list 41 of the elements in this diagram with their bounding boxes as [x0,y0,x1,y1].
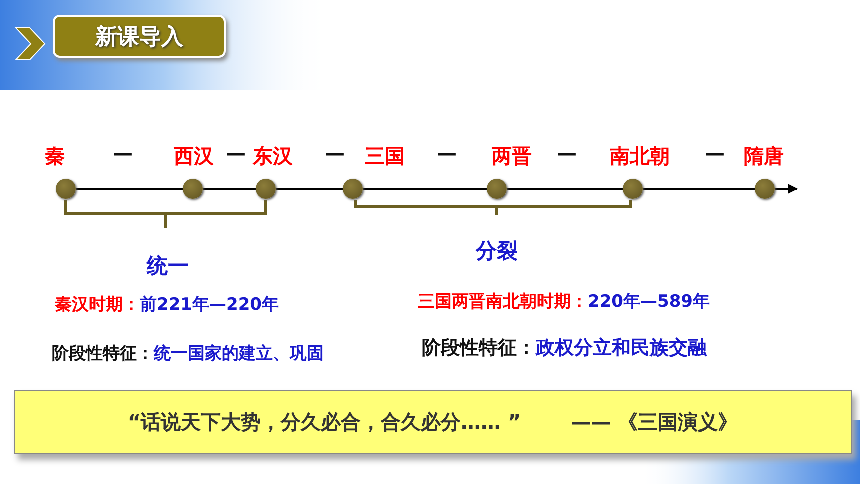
period-dates: 220年—589年 [588,290,710,313]
quote-source: —— 《三国演义》 [571,408,738,436]
timeline-dot [487,179,507,199]
dash: — [437,141,457,165]
timeline-line [363,188,487,190]
timeline-dot [56,179,76,199]
dynasty-label: 隋唐 [744,143,784,170]
dynasty-label: 秦 [45,143,65,170]
dynasty-label: 三国 [365,143,405,170]
timeline-line [507,188,623,190]
period-label: 秦汉时期： [55,294,140,316]
timeline-line [203,188,256,190]
dash: — [113,141,133,165]
feature-label: 阶段性特征： [52,342,154,365]
timeline-line [775,184,798,194]
dash: — [557,141,577,165]
timeline-line [276,188,343,190]
feature-text: 政权分立和民族交融 [536,336,707,361]
timeline-dot [183,179,203,199]
timeline-dot [623,179,643,199]
quote-text: “话说天下大势，分久必合，合久必分…… ” [128,408,522,436]
dynasty-label: 东汉 [253,143,293,170]
quote-panel [14,390,852,454]
timeline-line [643,188,755,190]
feature-text: 统一国家的建立、巩固 [154,342,324,365]
timeline-dot [256,179,276,199]
feature-label: 阶段性特征： [422,336,536,361]
dynasty-label: 两晋 [492,143,532,170]
dynasty-label: 南北朝 [610,143,670,170]
group-label: 分裂 [476,238,518,266]
dash: — [705,141,725,165]
dash: — [226,141,246,165]
period-label: 三国两晋南北朝时期： [418,290,588,313]
group-label: 统一 [147,253,189,280]
dynasty-label: 西汉 [174,143,214,170]
dash: — [325,141,345,165]
section-heading: 新课导入 [53,15,226,58]
timeline-dot [343,179,363,199]
timeline-dot [755,179,775,199]
timeline-line [76,188,183,190]
period-dates: 前221年—220年 [140,294,279,316]
